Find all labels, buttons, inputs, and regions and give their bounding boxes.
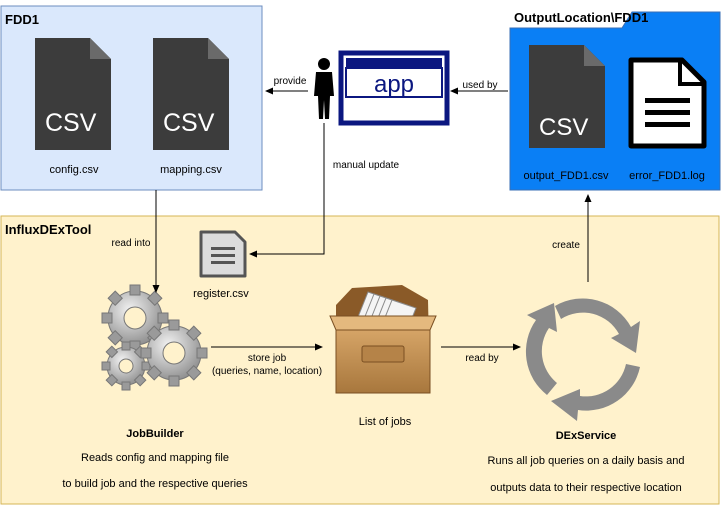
csv-file-icon: CSV [529,45,605,148]
output-title: OutputLocation\FDD1 [514,10,648,25]
file-box-icon [329,285,437,394]
app-window[interactable]: app [338,50,450,126]
config-csv-icon-text: CSV [45,109,97,137]
mapping-csv-icon-text: CSV [163,109,215,137]
edge-store-job-label-line-1: store job [248,353,287,364]
edge-read-into-label: read into [112,238,151,249]
output-csv-icon-text: CSV [539,114,588,141]
csv-file-icon: CSV [153,38,229,150]
edge-store-job: store job (queries, name, location) [211,343,323,377]
person-icon [314,58,334,119]
tool-title: InfluxDExTool [5,222,91,237]
register-csv-file[interactable]: register.csv [193,230,249,300]
edge-provide: provide [265,76,308,95]
edge-used-by-label: used by [462,80,497,91]
config-csv-label: config.csv [50,164,99,176]
mapping-csv-label: mapping.csv [160,164,222,176]
gears-icon [101,284,208,391]
jobbuilder-title: JobBuilder [126,428,184,440]
edge-create-label: create [552,240,580,251]
edge-used-by: used by [450,80,508,95]
app-label: app [374,71,414,98]
dexservice-desc-line-2: outputs data to their respective locatio… [490,482,681,494]
cycle-arrows-icon [525,298,640,421]
output-csv-file[interactable]: CSV output_FDD1.csv [524,45,609,182]
edge-read-by: read by [441,343,521,364]
fdd1-title: FDD1 [5,12,39,27]
dexservice-title: DExService [556,430,617,442]
output-container: OutputLocation\FDD1 CSV output_FDD1.csv … [509,10,721,191]
csv-file-icon: CSV [35,38,111,150]
fdd1-container: FDD1 CSV config.csv CSV mapping.csv [0,5,263,191]
config-csv-file[interactable]: CSV config.csv [35,38,111,176]
edge-store-job-label-line-2: (queries, name, location) [212,366,322,377]
edge-create: create [552,194,592,282]
register-csv-label: register.csv [193,288,249,300]
jobbuilder-desc-line-2: to build job and the respective queries [62,478,248,490]
app-window-icon [338,50,450,126]
jobbuilder-node[interactable]: JobBuilder Reads config and mapping file… [62,284,248,490]
log-file-icon [628,57,707,149]
list-of-jobs-label: List of jobs [359,416,412,428]
error-log-file[interactable]: error_FDD1.log [628,57,707,182]
edge-manual-update-label: manual update [333,160,400,171]
edge-provide-label: provide [274,76,307,87]
error-log-label: error_FDD1.log [629,170,705,182]
edge-read-by-label: read by [465,353,498,364]
jobbuilder-desc-line-1: Reads config and mapping file [81,452,229,464]
list-of-jobs-node[interactable]: List of jobs [329,285,437,428]
edge-manual-update: manual update [249,123,400,258]
mapping-csv-file[interactable]: CSV mapping.csv [153,38,229,176]
dexservice-desc-line-1: Runs all job queries on a daily basis an… [488,455,685,467]
output-csv-label: output_FDD1.csv [524,170,609,182]
edge-read-into: read into [112,190,160,293]
dexservice-node[interactable]: DExService Runs all job queries on a dai… [488,298,685,494]
register-file-icon [199,230,247,278]
